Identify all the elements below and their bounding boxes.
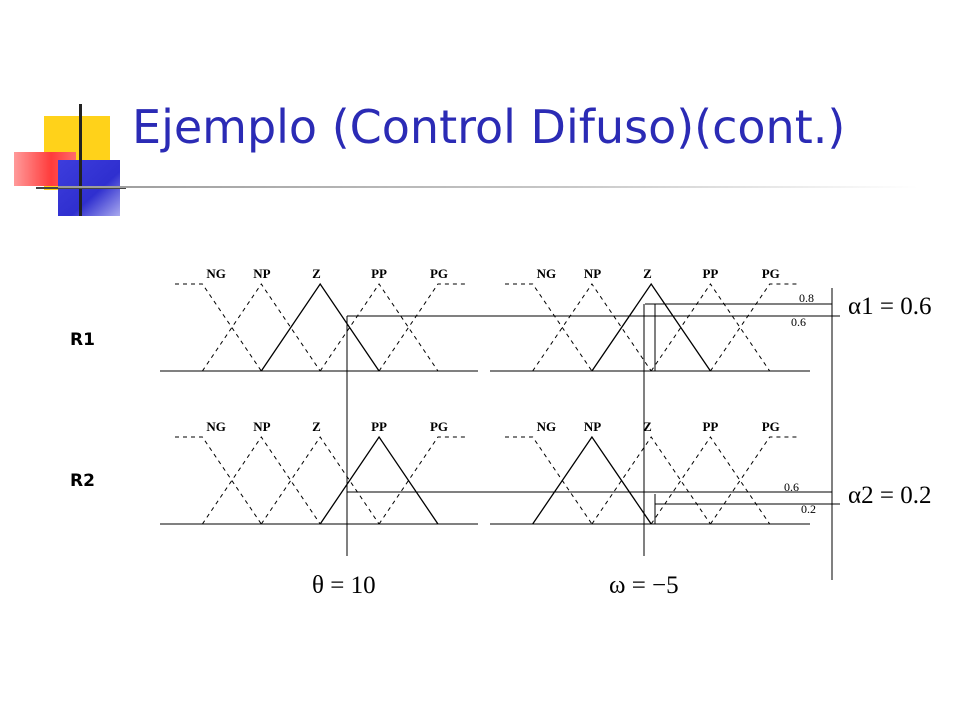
set-label-ng: NG — [206, 419, 226, 434]
membership-pp — [650, 283, 771, 372]
membership-pg — [710, 283, 800, 372]
membership-np — [201, 283, 321, 372]
alpha1-equation: α1 = 0.6 — [848, 293, 931, 320]
set-label-pg: PG — [430, 419, 448, 434]
level-label-r2-low: 0.2 — [801, 502, 816, 516]
title-underline — [58, 186, 918, 188]
rule-label-r1: R1 — [70, 330, 95, 350]
membership-z — [591, 282, 711, 372]
membership-pp — [319, 283, 439, 372]
panel-r2-theta: NG NP Z PP PG — [160, 419, 478, 525]
membership-ng — [175, 283, 262, 372]
membership-panels: NG NP Z PP PG NG NP Z PP PG NG NP Z PP PG NG NP Z PP PG — [160, 266, 810, 525]
membership-np — [201, 436, 321, 525]
membership-pg — [710, 436, 800, 525]
title-decoration-horizontal-line — [36, 187, 126, 189]
omega-input-equation: ω = −5 — [609, 572, 679, 599]
membership-pp — [650, 436, 771, 525]
membership-pg — [378, 436, 468, 525]
set-label-pp: PP — [371, 419, 387, 434]
membership-z — [260, 282, 380, 372]
panel-r2-omega: NG NP Z PP PG — [490, 419, 810, 525]
alpha2-equation: α2 = 0.2 — [848, 482, 931, 509]
set-label-np: NP — [584, 266, 601, 281]
title-decoration-vertical-line — [79, 104, 82, 216]
panel-r1-omega: NG NP Z PP PG — [490, 266, 810, 372]
membership-pp — [319, 435, 439, 525]
set-label-np: NP — [584, 419, 601, 434]
set-label-ng: NG — [206, 266, 226, 281]
set-label-pp: PP — [702, 419, 718, 434]
set-label-z: Z — [643, 266, 652, 281]
level-label-r1-high: 0.8 — [799, 291, 814, 305]
membership-ng — [505, 436, 593, 525]
set-label-ng: NG — [537, 419, 557, 434]
set-label-ng: NG — [537, 266, 557, 281]
set-label-np: NP — [253, 266, 270, 281]
set-label-pg: PG — [430, 266, 448, 281]
level-label-r1-low: 0.6 — [791, 315, 806, 329]
membership-ng — [505, 283, 593, 372]
membership-np — [532, 435, 652, 525]
membership-np — [532, 283, 652, 372]
set-label-z: Z — [312, 266, 321, 281]
set-label-pg: PG — [762, 266, 780, 281]
set-label-pp: PP — [702, 266, 718, 281]
rule-label-r2: R2 — [70, 471, 95, 491]
level-label-r2-high: 0.6 — [784, 480, 799, 494]
membership-ng — [175, 436, 262, 525]
membership-pg — [378, 283, 468, 372]
set-label-z: Z — [643, 419, 652, 434]
membership-z — [591, 436, 711, 525]
input-and-level-guides — [346, 288, 840, 580]
theta-input-equation: θ = 10 — [312, 572, 376, 599]
set-label-pg: PG — [762, 419, 780, 434]
set-label-np: NP — [253, 419, 270, 434]
set-label-pp: PP — [371, 266, 387, 281]
page-title: Ejemplo (Control Difuso)(cont.) — [132, 100, 846, 154]
panel-r1-theta: NG NP Z PP PG — [160, 266, 478, 372]
membership-z — [260, 436, 380, 525]
set-label-z: Z — [312, 419, 321, 434]
